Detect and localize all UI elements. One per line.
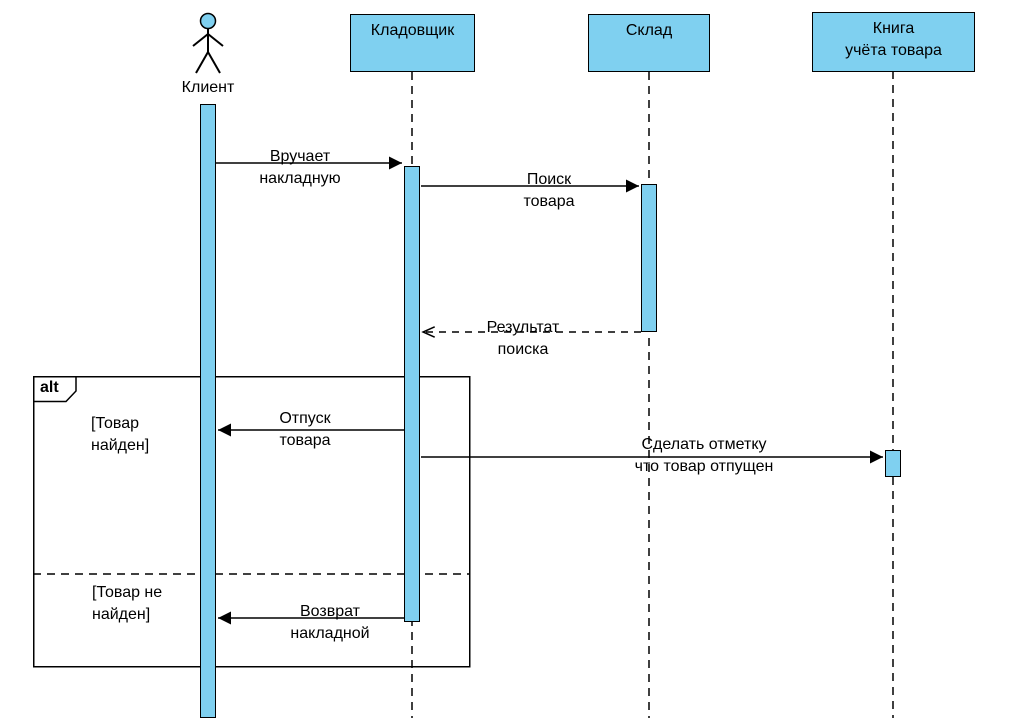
activation-bar-warehouse [641, 184, 657, 332]
activation-bar-storekeeper [404, 166, 420, 622]
alt-frame [33, 376, 471, 668]
lifeline-header-ledger: Книга учёта товара [812, 12, 975, 72]
message-label-hand-invoice: Вручает накладную [259, 148, 341, 187]
message-label-search-goods: Поиск товара [523, 171, 575, 210]
alt-label-pentagon [33, 376, 77, 403]
lifeline-header-warehouse: Склад [588, 14, 710, 72]
activation-bar-ledger [885, 450, 901, 477]
alt-guard-not-found: [Товар не найден] [92, 584, 163, 623]
actor-label-client: Клиент [181, 79, 235, 96]
alt-guard-found: [Товар найден] [91, 415, 150, 454]
message-label-return-invoice: Возврат накладной [290, 603, 370, 642]
message-label-release-goods: Отпуск товара [279, 410, 331, 449]
message-label-search-result: Результат поиска [486, 319, 560, 358]
activation-bar-client [200, 104, 216, 718]
message-label-make-note: Сделать отметку что товар отпущен [634, 436, 774, 475]
client-actor-icon [192, 12, 224, 74]
lifeline-header-storekeeper: Кладовщик [350, 14, 475, 72]
alt-frame-label: alt [40, 379, 59, 396]
